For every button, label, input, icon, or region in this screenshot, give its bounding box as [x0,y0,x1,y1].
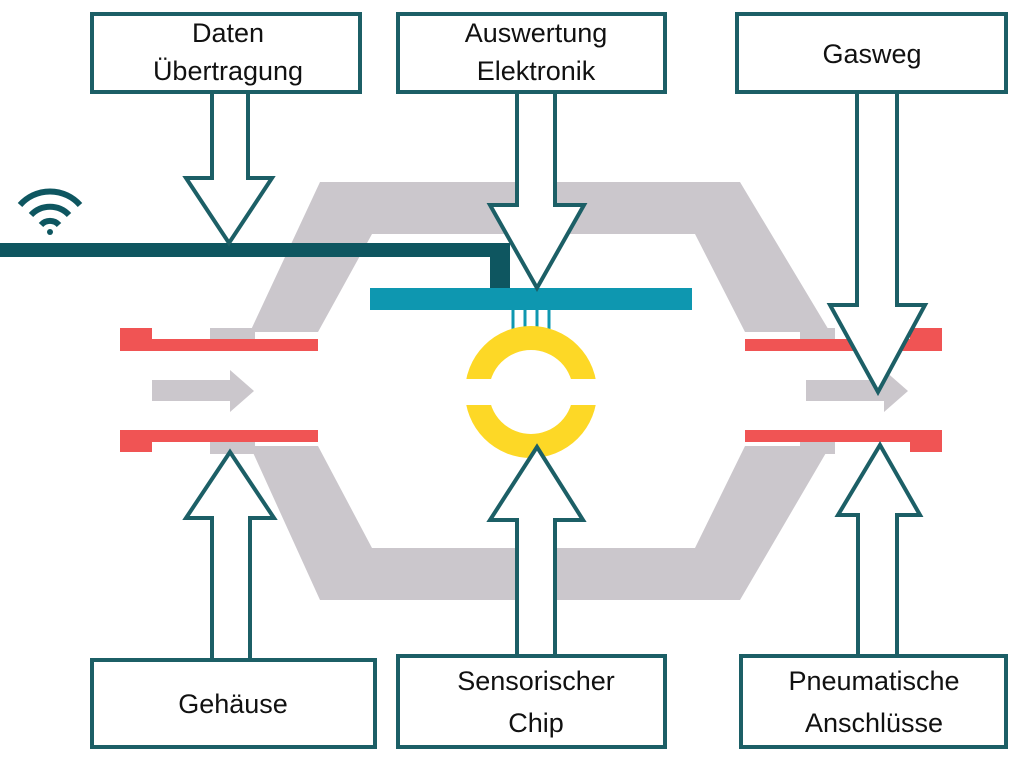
label-sensor-chip-line2: Chip [508,708,564,738]
data-line [0,243,510,289]
label-gas-path: Gasweg [822,39,921,69]
label-data-transfer-line2: Übertragung [153,56,303,86]
evaluation-electronics-board [370,288,692,310]
callout-sensor-chip: Sensorischer Chip [396,443,667,749]
pneumatic-connections [120,328,942,452]
label-housing: Gehäuse [178,689,288,719]
callout-gas-path: Gasweg [735,12,1008,397]
label-evaluation-line1: Auswertung [465,18,608,48]
sensor-chip [455,326,607,458]
label-pneumatic-line1: Pneumatische [788,666,959,696]
label-evaluation-line2: Elektronik [477,56,596,86]
callout-housing: Gehäuse [90,448,377,749]
housing [210,182,835,600]
gas-flow-in-arrow [152,370,254,412]
callout-evaluation-electronics: Auswertung Elektronik [396,12,667,293]
wifi-icon [17,188,83,235]
callout-pneumatic-connections: Pneumatische Anschlüsse [739,441,1008,749]
label-sensor-chip-line1: Sensorischer [457,666,615,696]
callout-data-transfer: Daten Übertragung [90,12,362,247]
label-data-transfer-line1: Daten [192,18,264,48]
label-pneumatic-line2: Anschlüsse [805,708,943,738]
gas-flow-out-arrow [806,370,908,412]
